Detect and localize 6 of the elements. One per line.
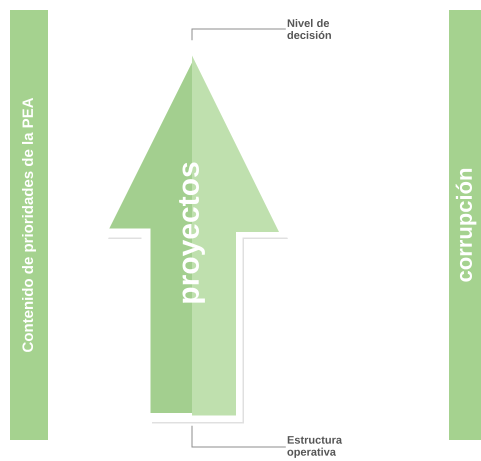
leader-line	[192, 28, 286, 41]
vertical-band: Contenido de prioridades de la PEA	[10, 10, 48, 440]
level-label: Estructura operativa	[287, 436, 342, 458]
level-label: Nivel de decisión	[287, 18, 331, 40]
leader-line	[192, 425, 286, 448]
vertical-band: corrupción	[449, 10, 481, 440]
